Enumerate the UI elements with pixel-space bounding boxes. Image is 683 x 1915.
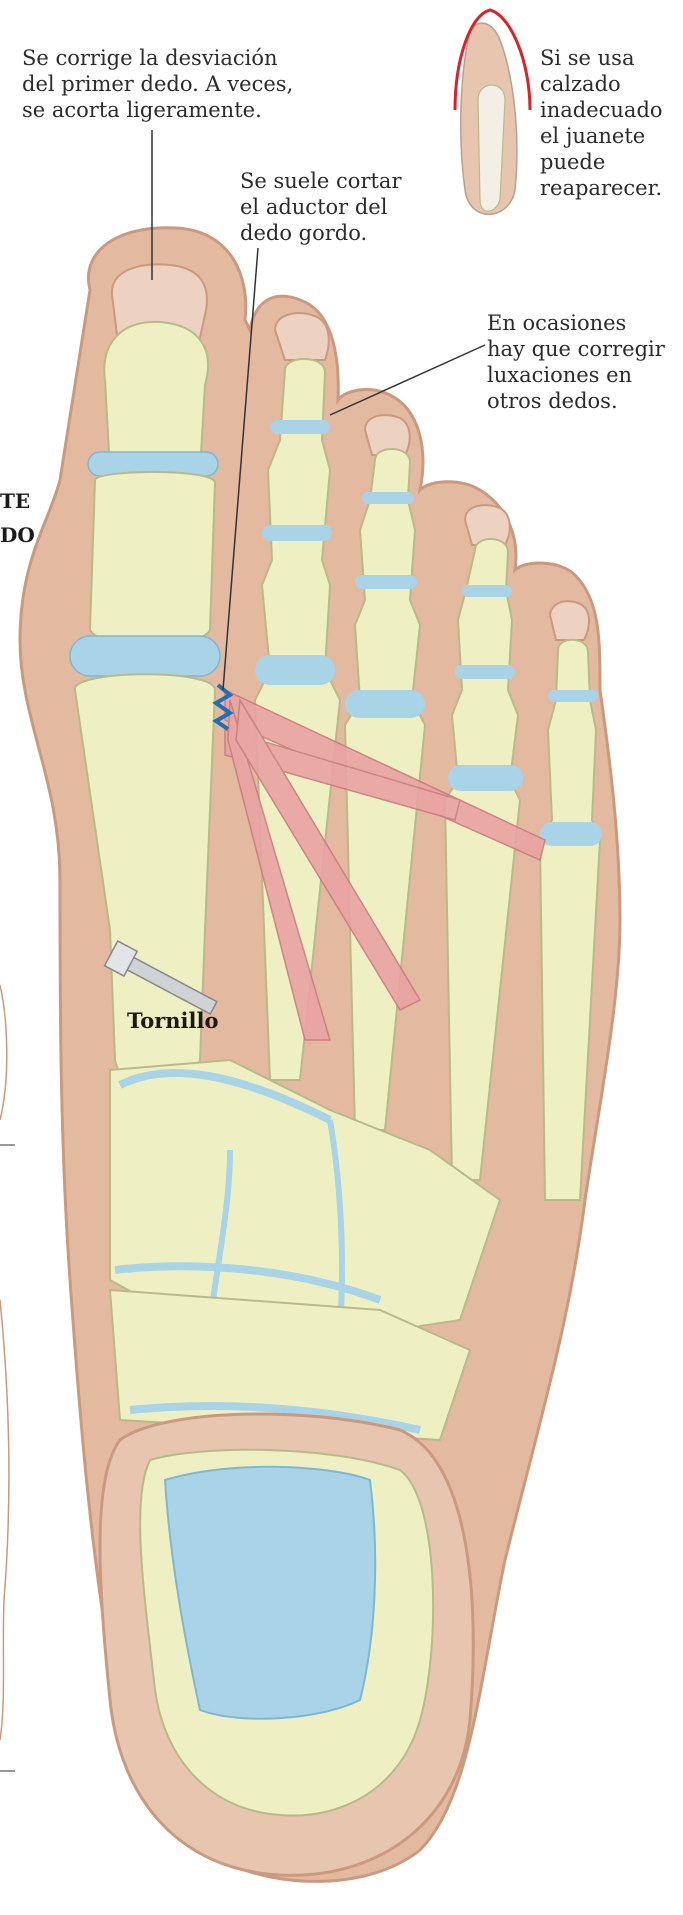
fifth-toe-cartilage-1 [548, 690, 598, 702]
fifth-toe-nail [550, 601, 589, 640]
big-toe-mtp-cartilage [70, 636, 220, 676]
cut-edge-text-2: DO [0, 522, 35, 548]
big-toe-distal-phalanx [104, 322, 208, 470]
third-toe-cartilage-2 [355, 575, 417, 589]
fifth-toe-cartilage-2 [540, 822, 602, 846]
second-toe-cartilage-2 [262, 525, 332, 541]
talus-cartilage [165, 1467, 375, 1719]
first-toe-annotation: Se corrige la desviación del primer dedo… [22, 45, 322, 123]
leader-other-toes [330, 345, 485, 415]
other-toes-annotation: En ocasiones hay que corregir luxaciones… [487, 310, 677, 414]
screw-label: Tornillo [127, 1008, 219, 1034]
footwear-annotation: Si se usa calzado inadecuado el juanete … [540, 45, 680, 201]
second-toe-cartilage-1 [270, 420, 330, 434]
big-toe-proximal-phalanx [90, 472, 215, 645]
adductor-annotation: Se suele cortar el aductor del dedo gord… [240, 168, 410, 246]
cut-edge-2 [0, 1300, 9, 1740]
second-toe-cartilage-3 [255, 655, 335, 685]
cut-edge-text-1: TE [0, 488, 30, 514]
shoe-inset [455, 10, 530, 214]
cut-edge-1 [0, 985, 7, 1120]
fourth-toe-cartilage-1 [462, 585, 512, 597]
fourth-toe-cartilage-3 [448, 765, 523, 791]
second-toe-nail [275, 313, 329, 360]
fourth-toe-cartilage-2 [455, 665, 515, 679]
third-toe-cartilage-3 [345, 690, 425, 718]
third-toe-cartilage-1 [362, 492, 414, 504]
